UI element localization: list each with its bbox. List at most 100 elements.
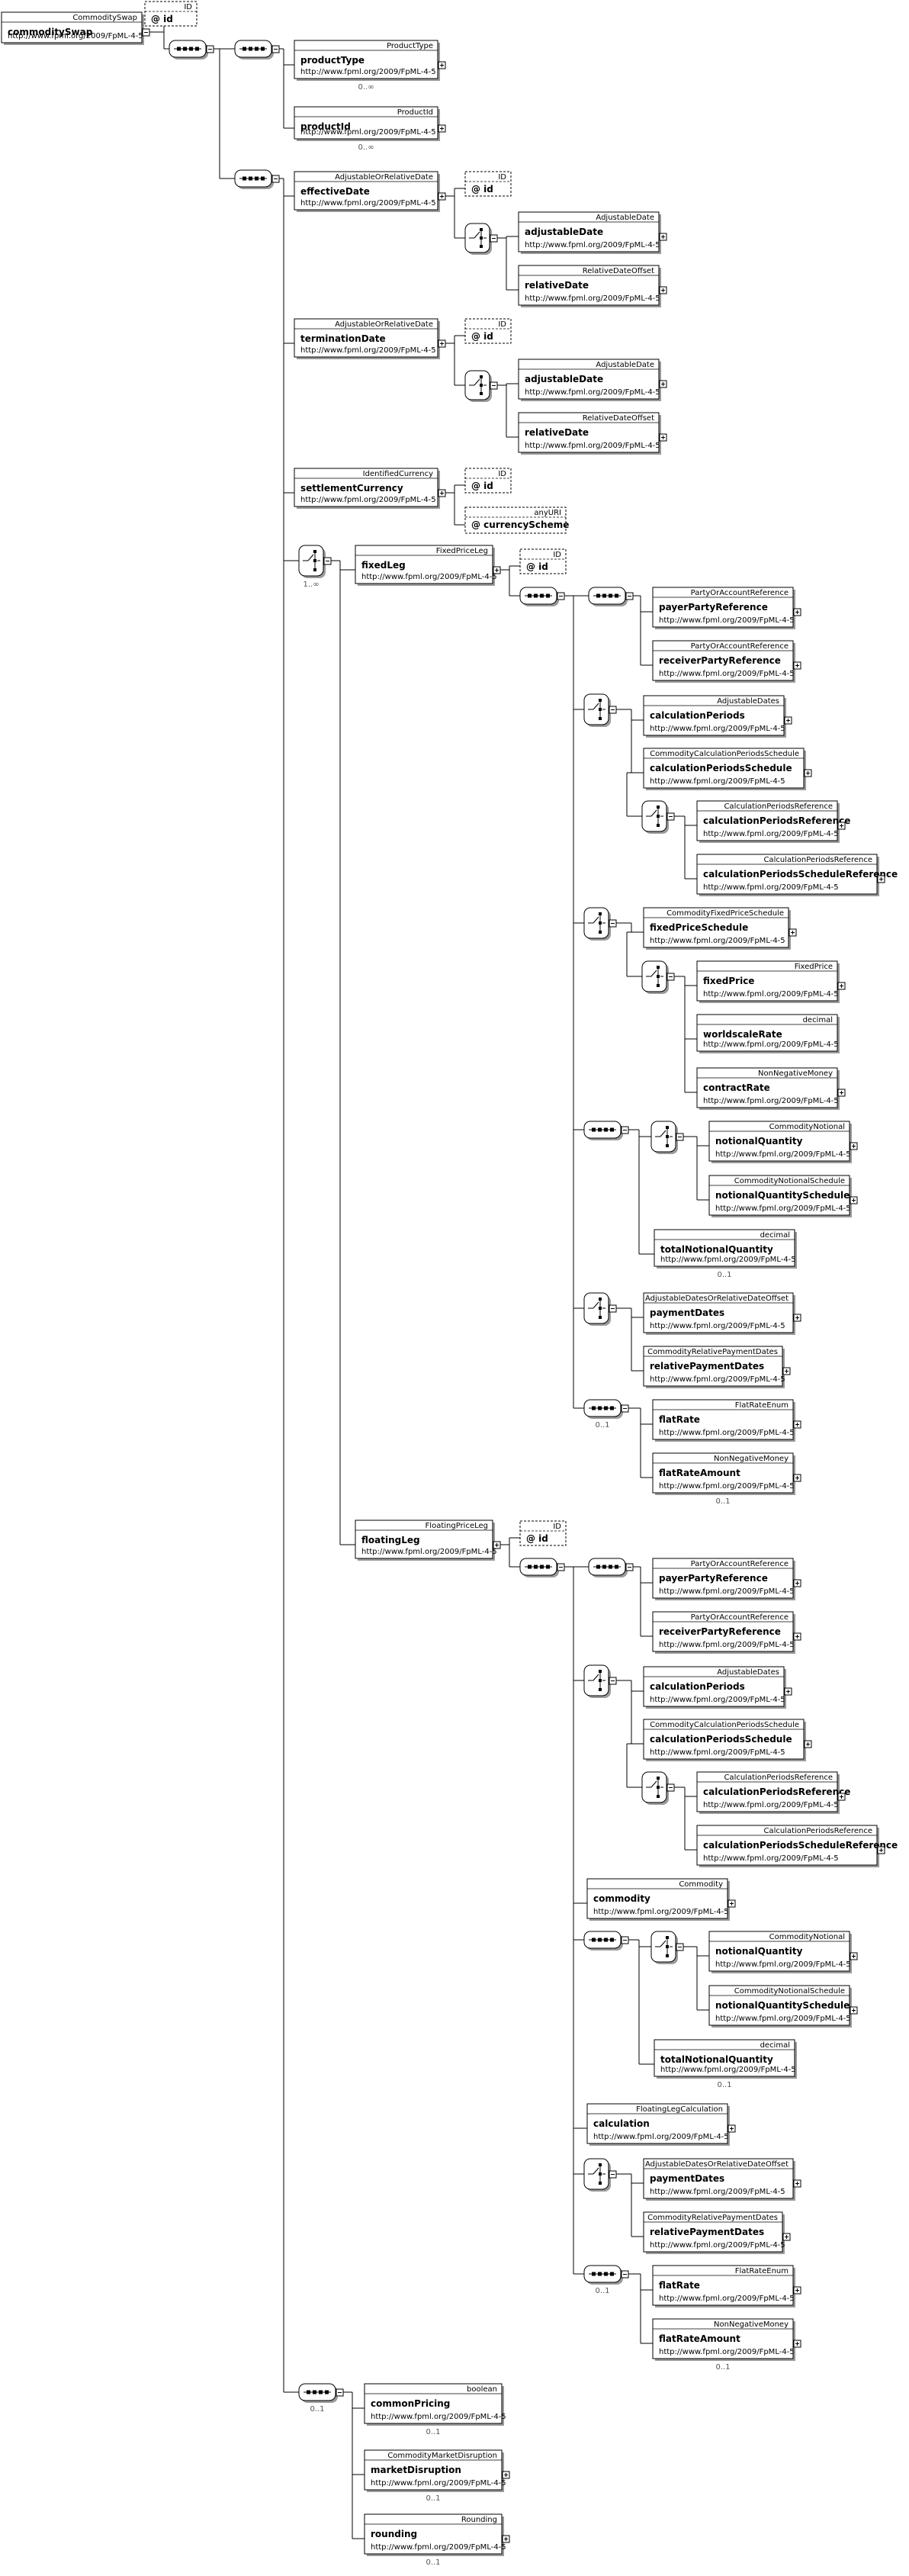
choice-compositor-c_fg_nq_choice[interactable] (650, 1931, 678, 1964)
element-relativeDate-term_rel[interactable]: RelativeDateOffsetrelativeDatehttp://www… (518, 412, 661, 455)
attribute-id-fl_id[interactable]: ID@ id (519, 548, 567, 574)
attribute-id-term_id[interactable]: ID@ id (464, 318, 512, 344)
element-adjustableDate-term_adj[interactable]: AdjustableDateadjustableDatehttp://www.f… (518, 359, 661, 401)
element-calculationPeriodsScheduleReference-fl_cpsRef[interactable]: CalculationPeriodsReferencecalculationPe… (696, 854, 898, 896)
element-productId-productId[interactable]: ProductIdproductIdhttp://www.fpml.org/20… (294, 106, 440, 152)
element-flatRate-fg_flatRate[interactable]: FlatRateEnumflatRatehttp://www.fpml.org/… (652, 2265, 795, 2307)
choice-compositor-c_fl_cpref_choice[interactable] (641, 800, 669, 834)
collapse-toggle-c_fl_parties[interactable] (625, 592, 634, 600)
collapse-toggle-c_fg_flat_seq[interactable] (621, 2270, 629, 2279)
sequence-compositor-c_fg_seq[interactable] (519, 1558, 559, 1577)
choice-compositor-c_leg_choice[interactable]: 1..∞ (298, 545, 326, 589)
element-fixedPrice-fl_fixedPrice[interactable]: FixedPricefixedPricehttp://www.fpml.org/… (696, 960, 840, 1003)
element-calculationPeriodsSchedule-fl_calcSched[interactable]: CommodityCalculationPeriodsSchedulecalcu… (643, 748, 806, 790)
choice-compositor-c_fl_price_choice[interactable] (583, 907, 611, 941)
element-settlementCurrency-settlementCurrency[interactable]: IdentifiedCurrencysettlementCurrencyhttp… (294, 468, 440, 509)
collapse-toggle-c_fl_nq_choice[interactable] (676, 1133, 684, 1141)
collapse-toggle-c_fg_calc_choice[interactable] (609, 1677, 617, 1685)
collapse-toggle-c_fl_nq_seq[interactable] (621, 1126, 629, 1134)
choice-compositor-c_fg_calc_choice[interactable] (583, 1664, 611, 1698)
choice-compositor-c_fl_pay_choice[interactable] (583, 1292, 611, 1326)
collapse-toggle-c_eff_choice[interactable] (490, 234, 498, 243)
choice-compositor-c_fl_calc_choice[interactable] (583, 693, 611, 727)
expand-toggle-fg_calcSched[interactable] (804, 1740, 812, 1748)
element-floatingLeg-floatingLeg[interactable]: FloatingPriceLegfloatingLeghttp://www.fp… (355, 1520, 497, 1561)
element-terminationDate-terminationDate[interactable]: AdjustableOrRelativeDateterminationDateh… (294, 318, 440, 359)
expand-toggle-fg_cpsRef[interactable] (877, 1846, 885, 1854)
collapse-toggle-c_fl_cpref_choice[interactable] (666, 812, 675, 821)
element-marketDisruption-marketDisruption[interactable]: CommodityMarketDisruptionmarketDisruptio… (364, 2449, 506, 2503)
element-contractRate-fl_contractRate[interactable]: NonNegativeMoneycontractRatehttp://www.f… (696, 1067, 840, 1110)
expand-toggle-terminationDate[interactable] (438, 339, 446, 348)
expand-toggle-fl_flatRateAmt[interactable] (793, 1474, 801, 1482)
expand-toggle-fl_relPay[interactable] (782, 1367, 791, 1375)
element-notionalQuantitySchedule-fl_nqs[interactable]: CommodityNotionalSchedulenotionalQuantit… (708, 1175, 852, 1217)
expand-toggle-fl_nq[interactable] (850, 1142, 858, 1150)
expand-toggle-eff_rel[interactable] (659, 286, 667, 294)
choice-compositor-c_eff_choice[interactable] (464, 223, 492, 255)
expand-toggle-fg_receiver[interactable] (793, 1632, 801, 1641)
expand-toggle-fl_nqs[interactable] (850, 1196, 858, 1204)
sequence-compositor-c_fl_parties[interactable] (588, 587, 628, 606)
sequence-compositor-c_tail_seq[interactable]: 0..1 (298, 2383, 338, 2414)
expand-toggle-fl_flatRate[interactable] (793, 1420, 801, 1429)
expand-toggle-floatingLeg[interactable] (493, 1541, 501, 1549)
element-totalNotionalQuantity-fg_tnq[interactable]: decimaltotalNotionalQuantityhttp://www.f… (654, 2039, 797, 2089)
collapse-toggle-c_dates_seq[interactable] (271, 175, 280, 183)
expand-toggle-productId[interactable] (438, 124, 446, 133)
attribute-id-fg_id[interactable]: ID@ id (519, 1520, 567, 1546)
expand-toggle-term_rel[interactable] (659, 433, 667, 442)
sequence-compositor-c_fl_seq[interactable] (519, 587, 559, 606)
element-calculation-fg_calc[interactable]: FloatingLegCalculationcalculationhttp://… (586, 2103, 730, 2146)
element-relativePaymentDates-fg_relPay[interactable]: CommodityRelativePaymentDatesrelativePay… (643, 2211, 785, 2254)
expand-toggle-fl_payer[interactable] (793, 608, 801, 616)
element-payerPartyReference-fl_payer[interactable]: PartyOrAccountReferencepayerPartyReferen… (652, 587, 795, 629)
expand-toggle-fl_payDates[interactable] (793, 1314, 801, 1322)
expand-toggle-eff_adj[interactable] (659, 233, 667, 241)
expand-toggle-fl_receiver[interactable] (793, 661, 801, 670)
expand-toggle-fg_nqs[interactable] (850, 2006, 858, 2015)
expand-toggle-effectiveDate[interactable] (438, 192, 446, 201)
element-payerPartyReference-fg_payer[interactable]: PartyOrAccountReferencepayerPartyReferen… (652, 1558, 795, 1600)
collapse-toggle-c_fg_seq[interactable] (557, 1563, 565, 1571)
collapse-toggle-c_fl_seq[interactable] (557, 592, 565, 600)
collapse-toggle-c_fl_price_choice[interactable] (609, 919, 617, 928)
element-notionalQuantity-fg_nq[interactable]: CommodityNotionalnotionalQuantityhttp://… (708, 1931, 852, 1973)
collapse-toggle-c_leg_choice[interactable] (323, 557, 332, 565)
choice-compositor-c_fl_nq_choice[interactable] (650, 1121, 678, 1154)
expand-toggle-fl_contractRate[interactable] (837, 1089, 846, 1097)
sequence-compositor-c_fg_nq_seq[interactable] (583, 1931, 623, 1950)
collapse-toggle-c_fg_cpref_choice[interactable] (666, 1783, 675, 1792)
expand-toggle-fl_calcSched[interactable] (804, 769, 812, 777)
element-calculationPeriods-fl_calcPeriods[interactable]: AdjustableDatescalculationPeriodshttp://… (643, 695, 786, 738)
expand-toggle-term_adj[interactable] (659, 380, 667, 388)
collapse-toggle-c_fg_nq_seq[interactable] (621, 1936, 629, 1944)
element-rounding-rounding[interactable]: Roundingroundinghttp://www.fpml.org/2009… (364, 2513, 506, 2567)
element-commonPricing-commonPricing[interactable]: booleancommonPricinghttp://www.fpml.org/… (364, 2383, 506, 2436)
expand-toggle-fg_relPay[interactable] (782, 2233, 791, 2241)
collapse-toggle-c_term_choice[interactable] (490, 381, 498, 390)
expand-toggle-fg_commodity[interactable] (728, 1899, 736, 1908)
element-effectiveDate-effectiveDate[interactable]: AdjustableOrRelativeDateeffectiveDatehtt… (294, 171, 440, 212)
attribute-id-eff_id[interactable]: ID@ id (464, 171, 512, 197)
element-flatRateAmount-fl_flatRateAmt[interactable]: NonNegativeMoneyflatRateAmounthttp://www… (652, 1452, 795, 1506)
expand-toggle-marketDisruption[interactable] (502, 2471, 510, 2479)
attribute-currencyScheme-sc_scheme[interactable]: anyURI@ currencyScheme (464, 507, 569, 534)
expand-toggle-fg_flatRate[interactable] (793, 2286, 801, 2295)
expand-toggle-fl_cpsRef[interactable] (877, 875, 885, 883)
element-calculationPeriodsReference-fl_cpRef[interactable]: CalculationPeriodsReferencecalculationPe… (696, 800, 850, 843)
collapse-toggle-c_prod_seq[interactable] (271, 45, 280, 53)
collapse-toggle-c_root_seq[interactable] (206, 45, 214, 53)
expand-toggle-fg_calc[interactable] (728, 2124, 736, 2133)
element-calculationPeriodsScheduleReference-fg_cpsRef[interactable]: CalculationPeriodsReferencecalculationPe… (696, 1825, 898, 1867)
expand-toggle-fl_calcPeriods[interactable] (784, 716, 792, 725)
collapse-toggle-c_tail_seq[interactable] (336, 2388, 344, 2397)
element-worldscaleRate-fl_wsr[interactable]: decimalworldscaleRatehttp://www.fpml.org… (696, 1014, 840, 1053)
sequence-compositor-c_dates_seq[interactable] (234, 169, 274, 189)
element-receiverPartyReference-fl_receiver[interactable]: PartyOrAccountReferencereceiverPartyRefe… (652, 640, 795, 683)
sequence-compositor-c_fl_nq_seq[interactable] (583, 1121, 623, 1140)
element-receiverPartyReference-fg_receiver[interactable]: PartyOrAccountReferencereceiverPartyRefe… (652, 1611, 795, 1654)
element-calculationPeriodsReference-fg_cpRef[interactable]: CalculationPeriodsReferencecalculationPe… (696, 1771, 850, 1814)
element-adjustableDate-eff_adj[interactable]: AdjustableDateadjustableDatehttp://www.f… (518, 211, 661, 254)
element-productType-productType[interactable]: ProductTypeproductTypehttp://www.fpml.or… (294, 40, 440, 92)
